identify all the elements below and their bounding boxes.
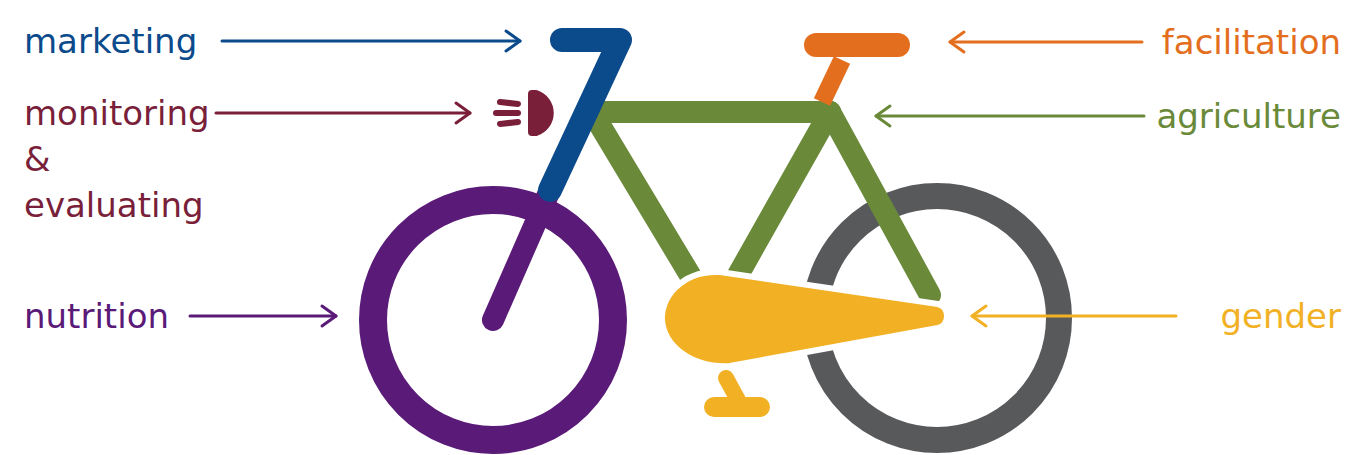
seat [816,45,898,102]
chain-guard [662,272,947,366]
fork [493,190,550,320]
frame [592,112,930,295]
handlebar [550,40,620,190]
part-label: agriculture [1131,93,1341,139]
leader-arrows [190,31,1176,326]
part-label: nutrition [24,293,194,339]
headlight [496,94,550,132]
pedal [714,378,760,407]
part-label: marketing [24,18,224,64]
part-label: facilitation [1141,19,1341,65]
part-label: gender [1171,293,1341,339]
part-label: monitoring & evaluating [24,90,219,228]
